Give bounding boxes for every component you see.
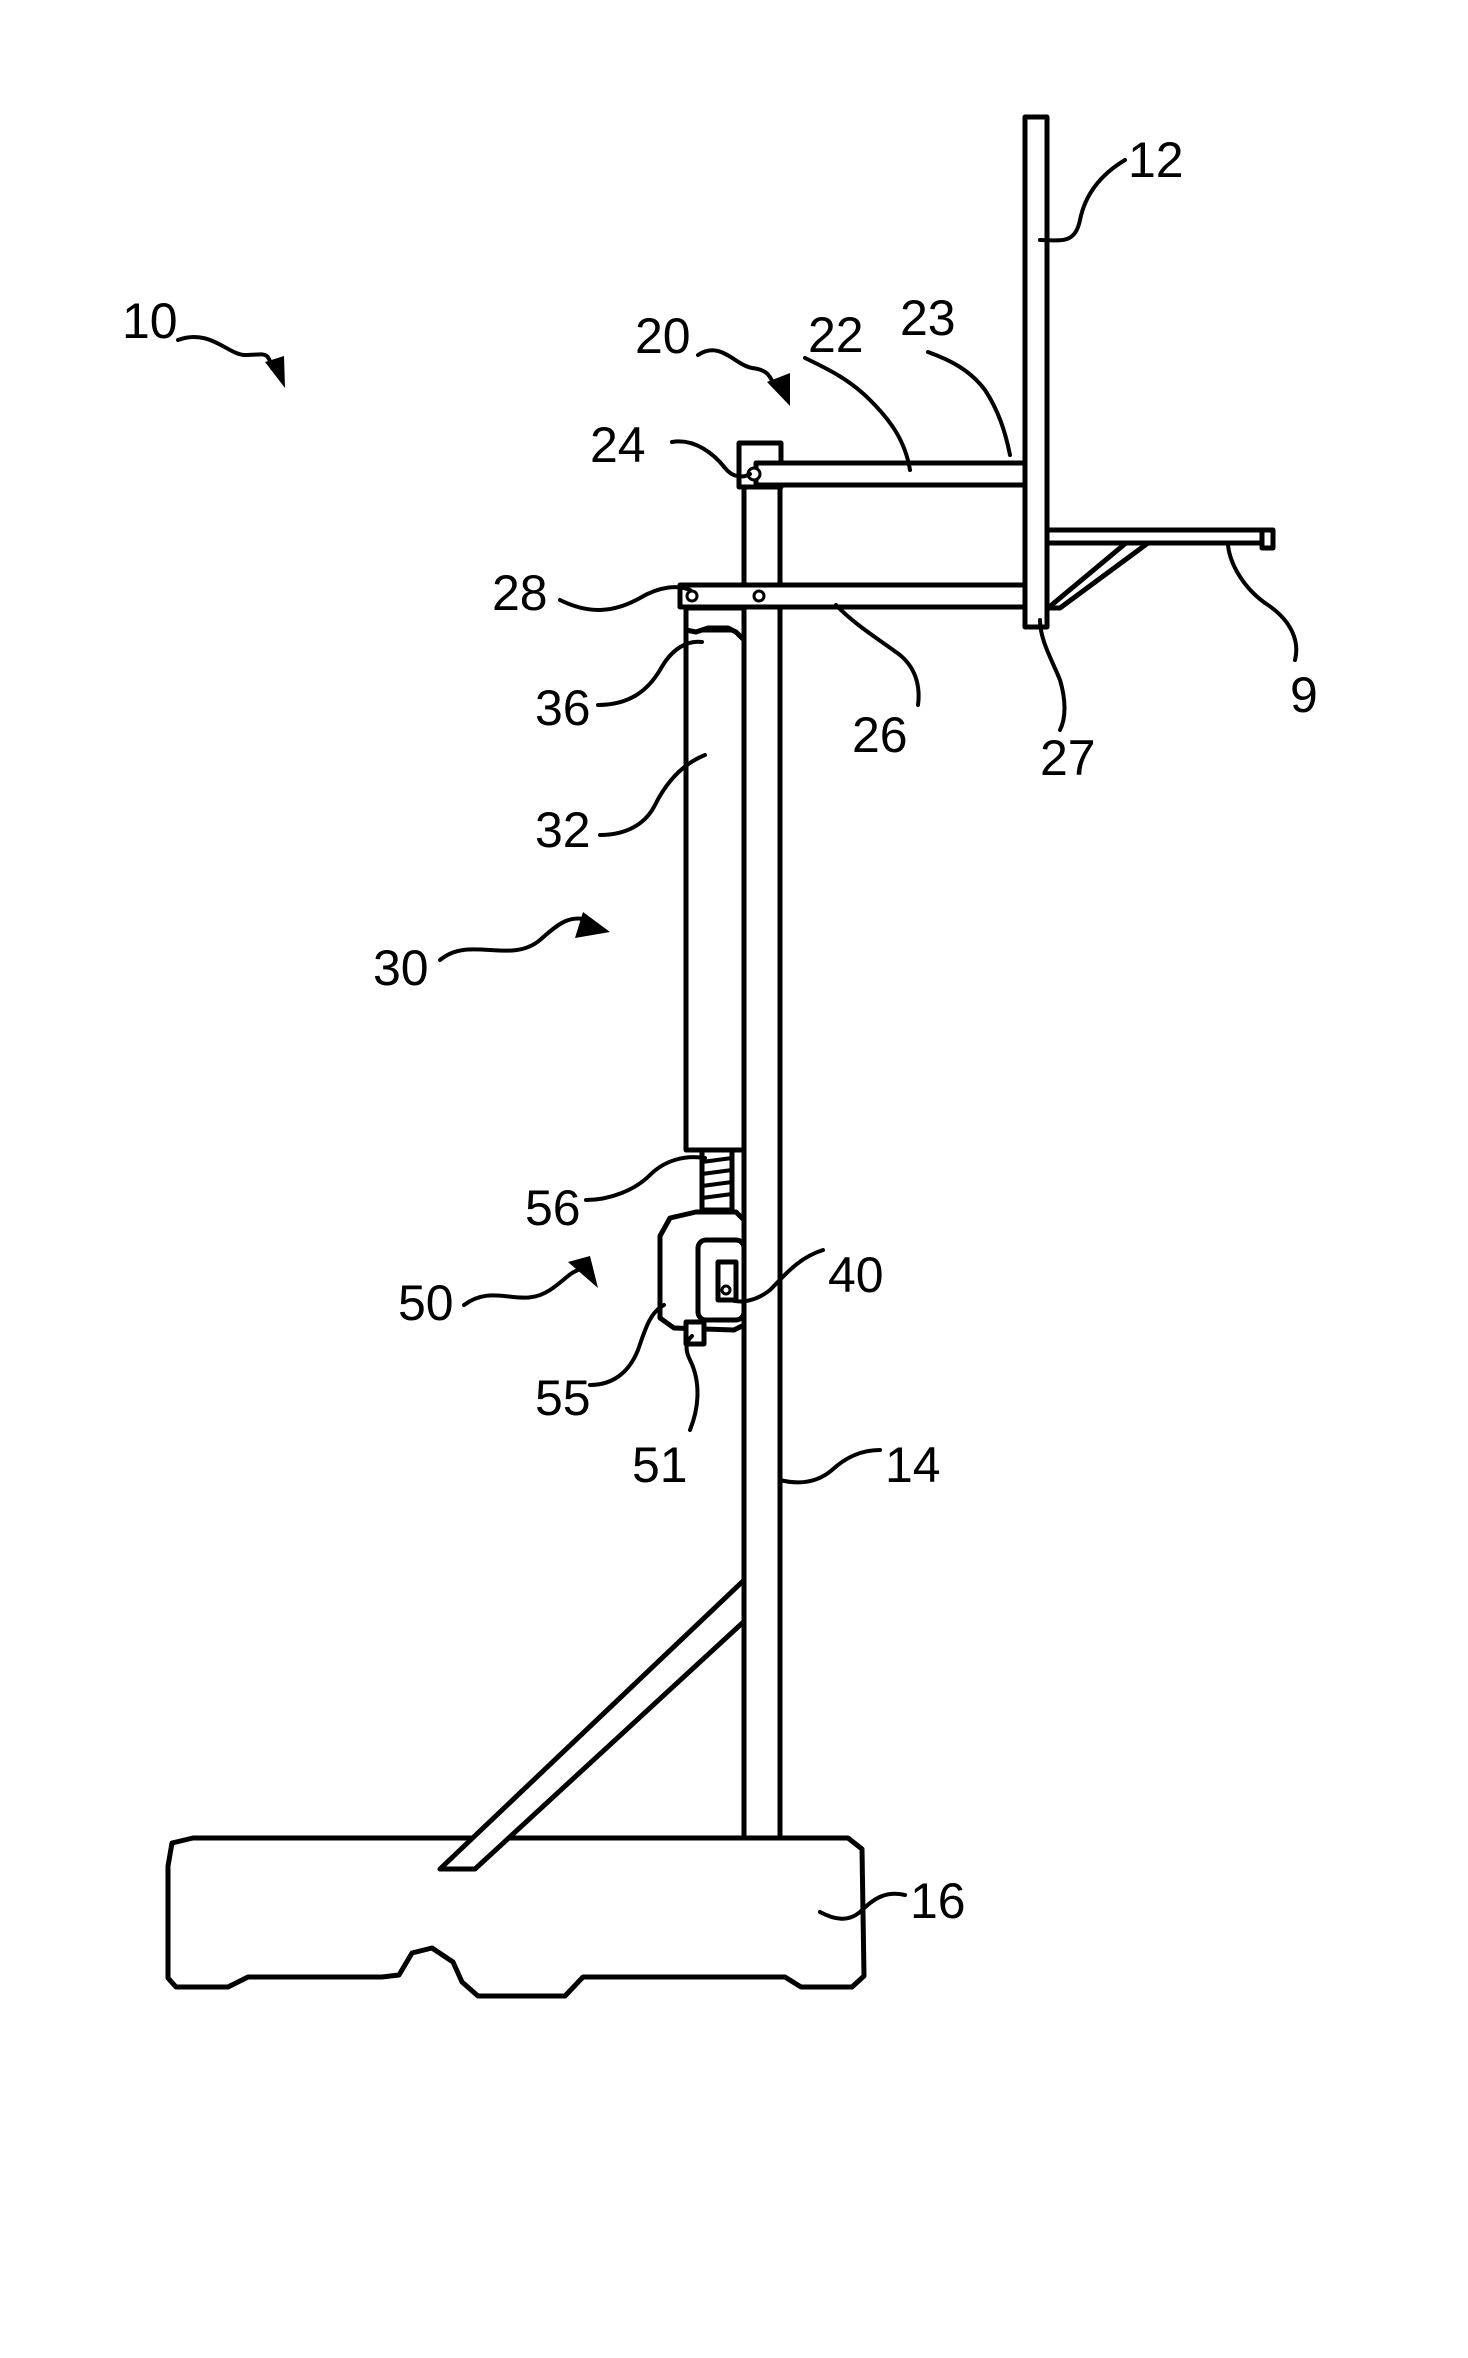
leader-22 xyxy=(805,358,910,470)
label-pole: 14 xyxy=(885,1437,941,1493)
leader-14 xyxy=(780,1450,880,1482)
label-upper-arm: 22 xyxy=(808,307,864,363)
lower-arm-pole-hole xyxy=(754,591,764,601)
cylinder xyxy=(686,630,744,1150)
leader-27 xyxy=(1040,620,1065,730)
label-upper-arm-rear-pivot: 24 xyxy=(590,417,646,473)
leader-10 xyxy=(178,337,272,368)
pole xyxy=(744,443,780,1838)
leader-12 xyxy=(1040,160,1125,240)
label-base: 16 xyxy=(910,1873,966,1929)
rim-clip xyxy=(1262,530,1273,548)
leader-26 xyxy=(836,605,919,705)
label-actuator: 50 xyxy=(398,1275,454,1331)
leader-20 xyxy=(698,350,776,388)
label-rim: 9 xyxy=(1290,667,1318,723)
leader-55 xyxy=(590,1305,664,1385)
leader-50 xyxy=(464,1270,578,1305)
label-lower-arm-rear-pivot: 28 xyxy=(492,565,548,621)
backboard xyxy=(1025,117,1047,627)
leader-28 xyxy=(560,587,690,610)
leader-51 xyxy=(686,1336,697,1430)
label-assembly: 10 xyxy=(122,293,178,349)
arrowhead-30 xyxy=(575,912,610,938)
label-cylinder: 32 xyxy=(535,802,591,858)
leader-9 xyxy=(1228,545,1296,660)
label-upper-arm-front-pivot: 23 xyxy=(900,290,956,346)
label-lower-arm-front-pivot: 27 xyxy=(1040,730,1096,786)
leader-23 xyxy=(928,352,1010,455)
rim xyxy=(1040,530,1272,543)
base xyxy=(168,1838,864,1996)
label-backboard: 12 xyxy=(1128,132,1184,188)
lower-arm xyxy=(680,585,1028,607)
diagonal-brace xyxy=(440,1563,776,1869)
label-lower-arm: 26 xyxy=(852,707,908,763)
upper-arm xyxy=(756,463,1026,485)
label-lock: 40 xyxy=(828,1247,884,1303)
lock-dot xyxy=(722,1286,730,1294)
label-spring: 56 xyxy=(525,1180,581,1236)
label-height-adjuster: 30 xyxy=(373,940,429,996)
label-linkage: 20 xyxy=(635,308,691,364)
rim-bracket xyxy=(1048,543,1148,608)
label-cylinder-top: 36 xyxy=(535,680,591,736)
leader-30 xyxy=(440,918,590,960)
label-actuator-housing: 55 xyxy=(535,1370,591,1426)
lower-arm-rear-pivot-hole xyxy=(687,591,697,601)
label-handle: 51 xyxy=(632,1437,688,1493)
leader-56 xyxy=(586,1157,705,1200)
